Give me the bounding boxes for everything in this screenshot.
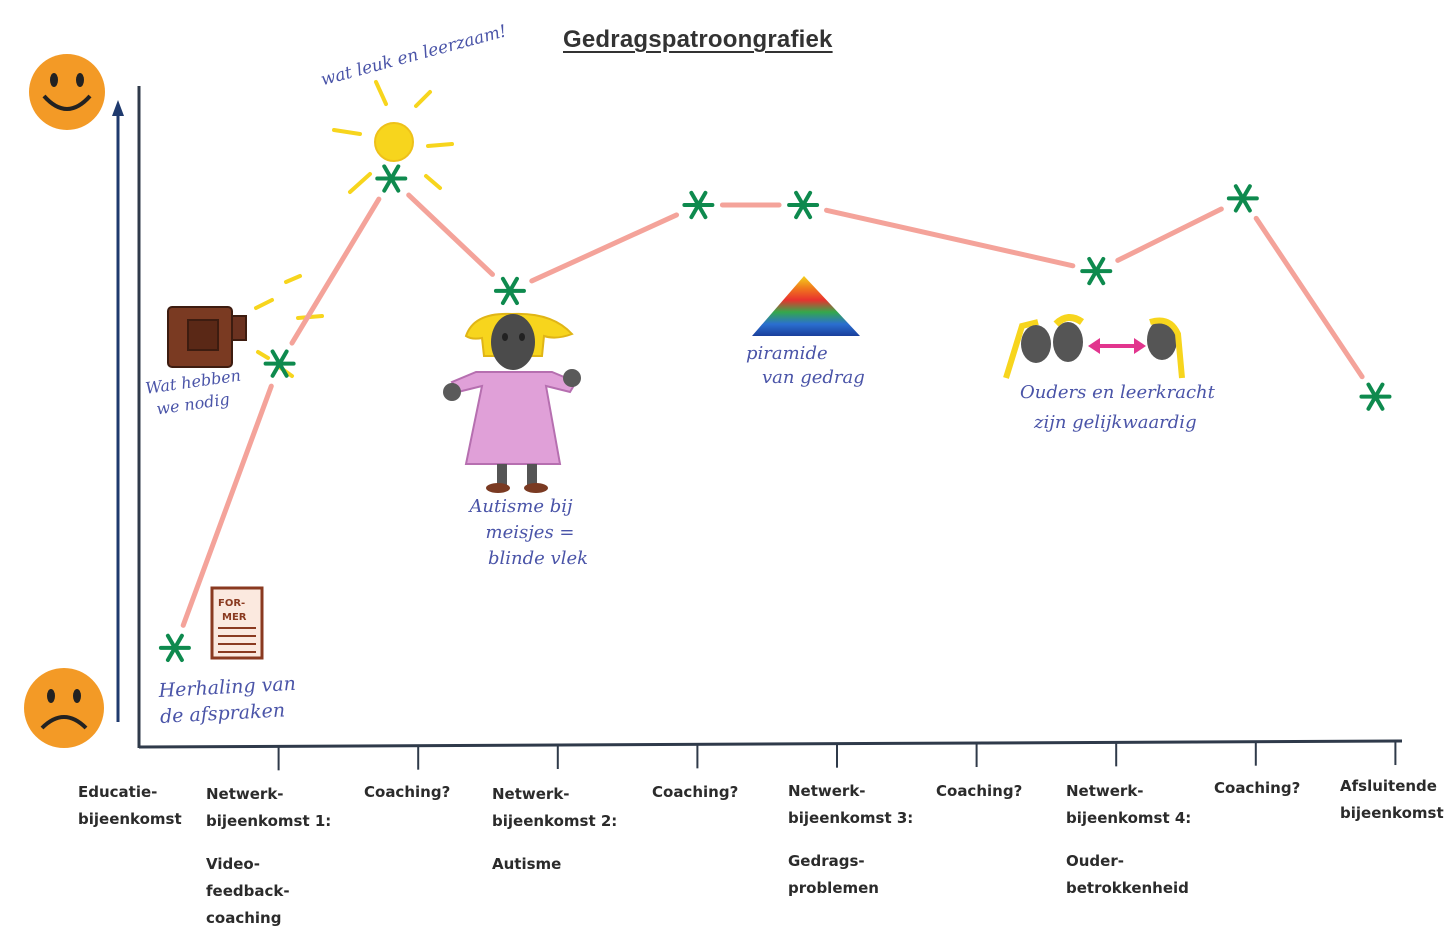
data-point-marker [682, 190, 715, 220]
series-segment [289, 196, 382, 346]
data-point-marker [263, 349, 296, 378]
sun-icon [332, 80, 454, 194]
annotation-autisme: Autisme bij meisjes = blinde vlek [469, 496, 589, 569]
x-category-label: Netwerk-bijeenkomst 4:Ouder-betrokkenhei… [1066, 782, 1192, 897]
pyramid-icon [752, 276, 860, 336]
data-point-marker [1359, 382, 1392, 411]
series-line [180, 192, 1365, 628]
x-category-label: Coaching? [652, 783, 739, 801]
series-markers [158, 164, 1392, 662]
annotation-piramide: piramide van gedrag [746, 343, 865, 388]
girl-figure-icon [443, 312, 581, 493]
series-segment [406, 192, 496, 277]
x-category-label: Netwerk-bijeenkomst 3:Gedrags-problemen [788, 782, 914, 897]
series-segment [180, 383, 274, 628]
data-point-marker [158, 633, 191, 662]
video-camera-icon [167, 274, 324, 378]
series-segment [1115, 206, 1224, 263]
x-category-label: Coaching? [1214, 779, 1301, 797]
annotation-herhaling: Herhaling van de afspraken [158, 672, 297, 728]
x-category-label: Netwerk-bijeenkomst 1:Video-feedback-coa… [206, 785, 332, 927]
chart-title: Gedragspatroongrafiek [563, 26, 833, 53]
data-point-marker [787, 190, 820, 220]
x-category-label: Coaching? [364, 783, 451, 801]
series-segment [824, 207, 1076, 269]
svg-text:MER: MER [222, 612, 247, 623]
x-axis [138, 739, 1403, 749]
equal-heads-icon [1003, 314, 1185, 379]
x-category-label: Educatie-bijeenkomst [78, 783, 182, 828]
data-point-marker [1080, 256, 1113, 286]
annotation-ouders: Ouders en leerkracht zijn gelijkwaardig [1020, 382, 1215, 433]
series-segment [529, 212, 680, 284]
mood-arrow [112, 100, 124, 722]
data-point-marker [1226, 184, 1259, 213]
form-document-icon: FOR- MER [210, 586, 264, 660]
happy-face-icon [29, 54, 105, 130]
x-category-label: Netwerk-bijeenkomst 2:Autisme [492, 785, 618, 873]
data-point-marker [493, 276, 526, 306]
x-category-label: Coaching? [936, 782, 1023, 800]
x-axis-ticks [277, 741, 1397, 771]
data-point-marker [375, 164, 408, 193]
sad-face-icon [24, 668, 104, 748]
svg-text:FOR-: FOR- [218, 598, 245, 609]
series-segment [1253, 215, 1365, 380]
